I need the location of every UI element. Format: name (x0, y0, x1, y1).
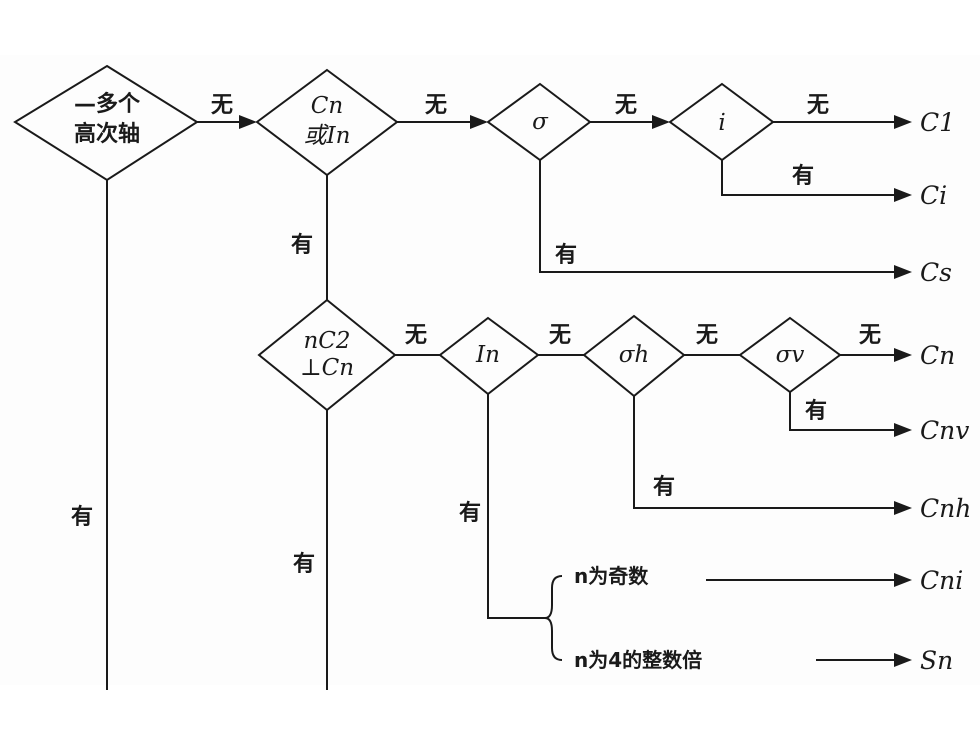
node-sigma-label: σ (532, 109, 549, 135)
edge-no-label: 无 (549, 323, 571, 348)
node-cn-or-in-line1: Cn (311, 93, 343, 119)
result-cnv: Cnv (920, 416, 969, 445)
node-sigma-v-label: σv (776, 342, 805, 368)
top-margin (0, 0, 980, 55)
decision-sigma (486, 82, 592, 162)
edge-yes-label: 有 (792, 163, 814, 189)
result-ci: Ci (920, 181, 947, 210)
edge-no-label: 无 (859, 323, 881, 348)
node-multi-axis-line1: —多个 (74, 91, 141, 117)
branch-odd-label: n为奇数 (574, 564, 649, 588)
node-inversion-label: i (718, 110, 725, 136)
edge-yes-label: 有 (71, 504, 93, 530)
node-sigma-h-label: σh (619, 342, 650, 368)
result-cs: Cs (920, 258, 952, 287)
result-cni: Cni (920, 566, 963, 595)
node-in-label: In (475, 342, 500, 368)
edge-yes-label: 有 (555, 242, 577, 268)
decision-sigma-v (738, 316, 842, 394)
node-multi-axis-line2: 高次轴 (74, 121, 140, 147)
result-cn: Cn (920, 341, 955, 370)
edge-yes-label: 有 (805, 398, 827, 424)
node-cn-or-in-line2: 或In (304, 123, 351, 149)
edge-yes-label: 有 (459, 500, 481, 526)
edge-yes-label: 有 (293, 551, 315, 577)
bottom-margin (0, 685, 980, 735)
result-cnh: Cnh (920, 494, 971, 523)
edge-yes-label: 有 (291, 232, 313, 258)
decision-multi-axis (13, 64, 199, 182)
decision-sigma-h (582, 314, 686, 398)
node-nc2-line2: ⊥Cn (300, 355, 354, 381)
node-nc2-line1: nC2 (303, 328, 350, 354)
branch-mult4-label: n为4的整数倍 (574, 648, 702, 672)
edge-no-label: 无 (425, 93, 447, 118)
arrow-heads (239, 115, 912, 667)
edge-no-label: 无 (405, 323, 427, 348)
edge-yes-label: 有 (653, 474, 675, 500)
edge-no-label: 无 (615, 93, 637, 118)
result-sn: Sn (920, 646, 953, 675)
decision-nc2 (257, 298, 397, 412)
decision-inversion (668, 82, 775, 162)
edge-no-label: 无 (807, 93, 829, 118)
decision-in (438, 316, 540, 396)
edge-no-label: 无 (211, 93, 233, 118)
result-c1: C1 (920, 108, 955, 137)
edge-no-label: 无 (696, 323, 718, 348)
decision-cn-or-in (255, 68, 399, 177)
connector-lines (106, 121, 900, 690)
